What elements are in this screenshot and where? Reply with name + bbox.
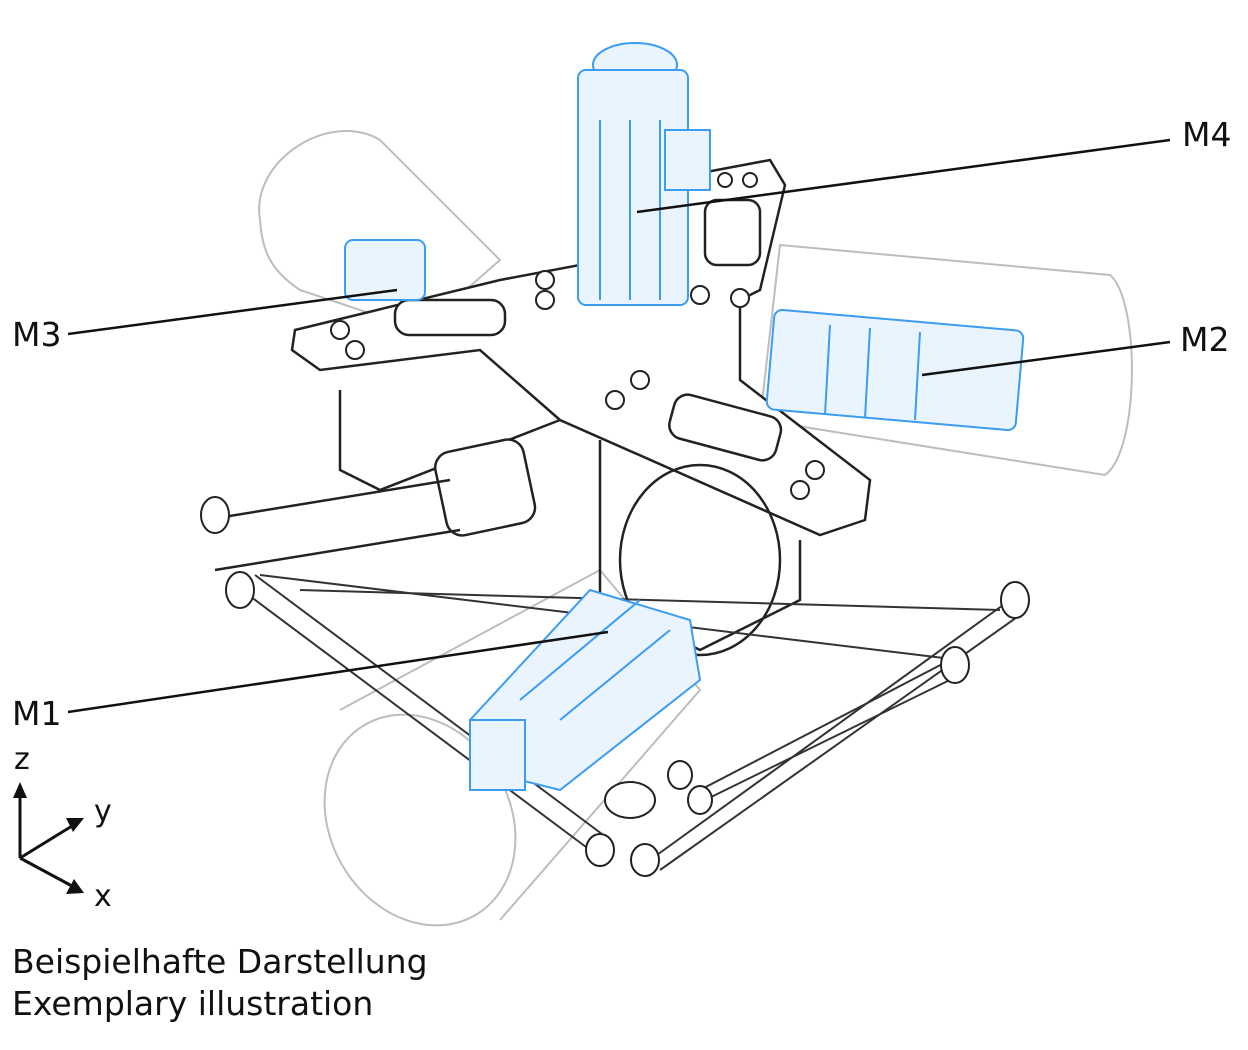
label-m1: M1 bbox=[12, 694, 62, 733]
motor-m1 bbox=[468, 588, 702, 792]
cylinder-m2 bbox=[758, 243, 1133, 477]
end-effector bbox=[604, 781, 656, 819]
slot-m4 bbox=[703, 198, 762, 267]
slot-m2 bbox=[668, 393, 783, 462]
y-axis-arrow bbox=[19, 824, 73, 860]
slot-m3 bbox=[393, 298, 507, 337]
cylinder-m3 bbox=[258, 130, 502, 332]
motor-m3 bbox=[344, 239, 426, 301]
star-plate bbox=[204, 158, 872, 657]
bolts bbox=[330, 172, 825, 500]
joint-block bbox=[433, 438, 537, 537]
leader-lines bbox=[67, 138, 1171, 714]
label-m4: M4 bbox=[1182, 115, 1232, 154]
motors bbox=[344, 42, 1025, 792]
leader-m1 bbox=[67, 630, 609, 714]
leader-m3 bbox=[67, 288, 398, 336]
caption-german: Beispielhafte Darstellung bbox=[12, 942, 428, 981]
axis-label-y: y bbox=[94, 794, 112, 829]
x-axis-arrow bbox=[19, 856, 73, 888]
housing bbox=[598, 440, 802, 652]
ball-joints bbox=[200, 496, 1030, 877]
gear-flange bbox=[618, 463, 782, 657]
motor-m4 bbox=[577, 42, 711, 306]
axis-label-z: z bbox=[14, 742, 30, 777]
motor-m2 bbox=[765, 308, 1025, 432]
caption-english: Exemplary illustration bbox=[12, 984, 374, 1023]
leader-m4 bbox=[636, 138, 1171, 214]
axis-triad bbox=[13, 782, 84, 894]
label-m2: M2 bbox=[1180, 320, 1230, 359]
leader-m2 bbox=[921, 340, 1171, 377]
label-m3: M3 bbox=[12, 315, 62, 354]
axis-label-x: x bbox=[94, 879, 112, 914]
upper-arm bbox=[204, 478, 461, 572]
